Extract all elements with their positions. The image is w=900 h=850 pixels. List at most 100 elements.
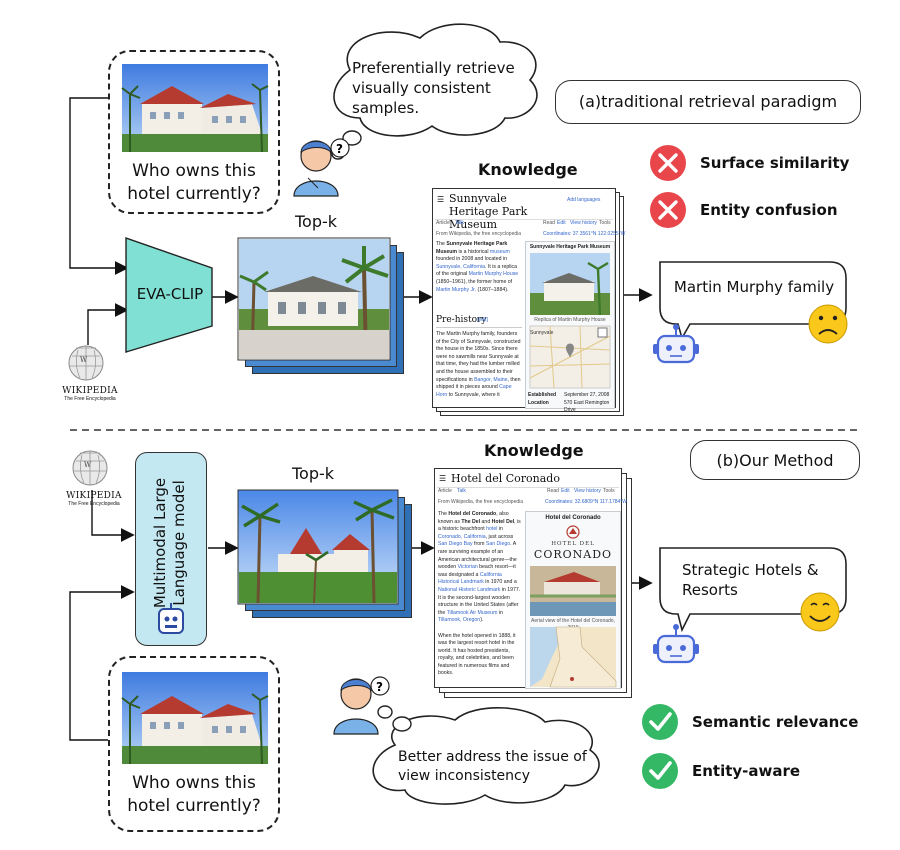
coronado-logo-icon (566, 525, 580, 539)
tab-talk[interactable]: Talk (457, 488, 466, 494)
menu-icon: ☰ (439, 474, 447, 483)
encoder-label: EVA-CLIP (136, 285, 204, 303)
map-label: Sunnyvale (530, 330, 554, 336)
encoder-shape (125, 237, 213, 353)
check-icon (642, 753, 678, 789)
menu-icon: ☰ (437, 195, 445, 204)
wiki-page-top: ☰ Sunnyvale Heritage Park Museum Add lan… (432, 188, 626, 413)
logo-main-text: CORONADO (533, 548, 613, 561)
wikipedia-wordmark: WIKIPEDIA (62, 386, 118, 396)
topk-label-bottom: Top-k (292, 464, 335, 483)
robot-icon (653, 324, 699, 364)
location-value: 570 East Remington Drive (564, 400, 610, 413)
location-key: Location (528, 400, 549, 406)
topk-label-top: Top-k (295, 212, 338, 231)
knowledge-page-stack-bottom: ☰ Hotel del Coronado Article Talk Read E… (434, 468, 632, 698)
issue-entity-confusion: Entity confusion (700, 201, 838, 219)
action-edit[interactable]: Edit (557, 220, 566, 226)
hotel-photo (121, 64, 269, 153)
question-to-mllm-arrow (69, 585, 135, 741)
action-tools[interactable]: Tools (599, 220, 611, 226)
action-tools[interactable]: Tools (603, 488, 615, 494)
question-card-top: Who owns this hotel currently? (108, 50, 280, 214)
add-languages-link[interactable]: Add languages (567, 197, 601, 203)
thought-cloud-bottom (372, 705, 600, 805)
infobox-top: Sunnyvale Heritage Park Museum Replica o… (525, 241, 615, 413)
wikipedia-tagline: The Free Encyclopedia (64, 396, 116, 402)
happy-face-icon (800, 592, 840, 632)
thought-cloud-top (331, 23, 538, 160)
section-heading: Pre-history (436, 315, 487, 325)
cross-icon (650, 192, 686, 228)
question-to-encoder-arrow (69, 97, 129, 275)
svg-text:?: ? (376, 680, 383, 694)
wiki-to-encoder-arrow (87, 303, 129, 345)
infobox-title: Sunnyvale Heritage Park Museum (529, 244, 611, 250)
thought-text-top: Preferentially retrieve visually consist… (352, 59, 515, 117)
thinking-person-icon: ? (293, 138, 350, 197)
infobox-bottom: Hotel del Coronado HOTEL DEL CORONADO Ae… (525, 511, 621, 689)
topk-image-stack-bottom (237, 489, 416, 622)
retrieved-photo-bottom (237, 489, 399, 605)
wikipedia-tagline: The Free Encyclopedia (68, 501, 120, 507)
benefit-entity-aware: Entity-aware (692, 762, 801, 780)
paradigm-label-box: (a)traditional retrieval paradigm (555, 80, 861, 124)
knowledge-page-stack-top: ☰ Sunnyvale Heritage Park Museum Add lan… (432, 188, 626, 416)
thinking-person-icon: ? (333, 676, 390, 735)
established-value: September 27, 2008 (564, 392, 610, 398)
hotel-photo (121, 672, 269, 765)
benefit-semantic-relevance: Semantic relevance (692, 713, 859, 731)
action-history[interactable]: View history (570, 220, 597, 226)
question-card-bottom: Who owns this hotel currently? (108, 656, 280, 832)
wikipedia-globe-icon: W (72, 450, 108, 486)
svg-text:W: W (84, 461, 92, 469)
aerial-photo (530, 566, 616, 616)
infobox-title: Hotel del Coronado (545, 515, 601, 521)
method-label-box: (b)Our Method (690, 440, 860, 480)
robot-icon (653, 624, 699, 664)
action-read[interactable]: Read (547, 488, 559, 494)
knowledge-label-top: Knowledge (478, 160, 578, 179)
article-text: The Hotel del Coronado, also known as Th… (438, 511, 521, 677)
answer-text-top: Martin Murphy family (673, 278, 835, 296)
tab-article[interactable]: Article (438, 488, 452, 494)
coordinates[interactable]: Coordinates: 37.3561°N 122.0255°W (543, 231, 626, 237)
method-label: (b)Our Method (716, 451, 834, 470)
tab-talk[interactable]: Talk (455, 220, 464, 226)
sad-face-icon (808, 304, 848, 344)
established-key: Established (528, 392, 557, 398)
wikipedia-logo-top: WIKIPEDIA The Free Encyclopedia (60, 386, 120, 402)
wikipedia-globe-icon: W (68, 345, 104, 381)
svg-text:W: W (80, 356, 88, 364)
wiki-page-bottom: ☰ Hotel del Coronado Article Talk Read E… (434, 468, 628, 689)
check-icon (642, 704, 678, 740)
robot-icon (158, 603, 184, 634)
question-text: Who owns this hotel currently? (127, 161, 261, 204)
retrieved-photo-top (237, 237, 391, 361)
logo-top-text: HOTEL DEL (551, 541, 595, 547)
wikipedia-logo-bottom: WIKIPEDIA The Free Encyclopedia (64, 491, 124, 507)
article-text: The Sunnyvale Heritage Park Museum is a … (436, 241, 519, 293)
from-wikipedia: From Wikipedia, the free encyclopedia (436, 231, 522, 237)
thought-text-bottom: Better address the issue of view inconsi… (398, 749, 587, 784)
wiki-to-mllm-arrow (91, 490, 135, 542)
question-text: Who owns this hotel currently? (127, 773, 261, 816)
answer-text-bottom: Strategic Hotels & Resorts (682, 561, 819, 599)
wiki-title: Hotel del Coronado (451, 472, 560, 485)
coordinates[interactable]: Coordinates: 32.6809°N 117.1784°W (545, 499, 628, 505)
action-read[interactable]: Read (543, 220, 555, 226)
svg-text:?: ? (336, 142, 343, 156)
section-edit-link[interactable]: [edit] (477, 317, 488, 323)
wiki-title: Sunnyvale Heritage Park Museum (449, 192, 528, 231)
location-map (530, 626, 617, 688)
wikipedia-wordmark: WIKIPEDIA (66, 491, 122, 501)
action-edit[interactable]: Edit (561, 488, 570, 494)
cross-icon (650, 145, 686, 181)
action-history[interactable]: View history (574, 488, 601, 494)
tab-article[interactable]: Article (436, 220, 450, 226)
issue-surface-similarity: Surface similarity (700, 154, 850, 172)
mllm-box: Multimodal Large Language model (135, 452, 207, 646)
from-wikipedia: From Wikipedia, the free encyclopedia (438, 499, 524, 505)
knowledge-label-bottom: Knowledge (484, 441, 584, 460)
article-text-2: The Martin Murphy family, founders of th… (436, 331, 521, 398)
